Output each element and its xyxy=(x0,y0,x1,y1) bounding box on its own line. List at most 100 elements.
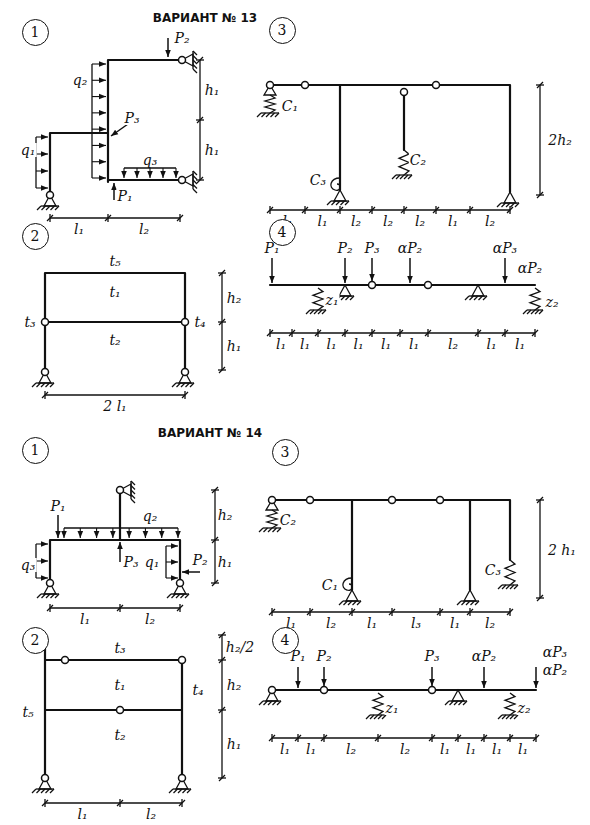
stroke xyxy=(273,701,277,705)
stroke xyxy=(369,207,375,213)
force-arrow xyxy=(323,667,325,686)
problem-number: 1 xyxy=(22,19,49,46)
hinge xyxy=(267,82,274,89)
stroke xyxy=(193,176,197,180)
variant-title: ВАРИАНТ № 14 xyxy=(157,427,263,439)
stroke xyxy=(507,207,513,213)
symbol-label: l₂ xyxy=(138,222,150,236)
stroke xyxy=(539,500,540,598)
force-arrow xyxy=(36,187,48,188)
stroke xyxy=(515,203,519,207)
stroke xyxy=(221,635,222,778)
stroke xyxy=(455,735,461,741)
stroke xyxy=(269,609,275,615)
beam-member xyxy=(272,689,536,691)
stroke xyxy=(55,594,59,598)
stroke xyxy=(46,383,50,387)
stroke xyxy=(344,601,348,605)
symbol-label: l₂ xyxy=(484,214,496,228)
pin-support xyxy=(334,190,346,201)
pin-support xyxy=(339,285,351,296)
stroke xyxy=(178,789,182,793)
hinge xyxy=(182,369,189,376)
stroke xyxy=(169,789,173,793)
stroke xyxy=(193,171,197,175)
symbol-label: z₁ xyxy=(325,293,340,307)
stroke xyxy=(264,528,268,532)
stroke xyxy=(392,175,396,179)
stroke xyxy=(272,737,536,738)
stroke xyxy=(177,605,183,611)
force-arrow xyxy=(92,80,106,81)
hinge xyxy=(401,89,408,96)
stroke xyxy=(474,296,478,300)
hinge xyxy=(307,497,314,504)
symbol-label: l₂ xyxy=(325,616,337,630)
stroke xyxy=(32,789,36,793)
stroke xyxy=(167,594,171,598)
stroke xyxy=(275,113,279,117)
stroke xyxy=(429,735,435,741)
hinge xyxy=(42,369,49,376)
stroke xyxy=(181,383,185,387)
stroke xyxy=(219,707,225,713)
stroke xyxy=(507,735,513,741)
stroke xyxy=(537,192,543,198)
force-arrow xyxy=(504,258,506,283)
stroke xyxy=(332,201,336,205)
symbol-label: P₂ xyxy=(191,553,208,567)
hinge xyxy=(179,177,186,184)
stroke xyxy=(510,585,514,589)
stroke xyxy=(459,701,463,705)
stroke xyxy=(37,383,41,387)
symbol-label: αP₂ xyxy=(517,261,544,275)
stroke xyxy=(46,206,50,210)
force-arrow xyxy=(92,112,106,113)
stroke xyxy=(539,310,543,314)
symbol-label: h₂ xyxy=(217,508,234,522)
symbol-label: l₂ xyxy=(382,214,394,228)
stroke xyxy=(437,609,443,615)
symbol-label: l₂ xyxy=(484,616,496,630)
force-arrow xyxy=(36,136,48,137)
force-arrow xyxy=(483,667,485,688)
stroke xyxy=(514,715,518,719)
stroke xyxy=(506,715,510,719)
stroke xyxy=(186,383,190,387)
stroke xyxy=(37,789,41,793)
symbol-label: l₁ xyxy=(449,616,461,630)
force-arrow xyxy=(161,528,162,538)
stroke xyxy=(479,296,483,300)
symbol-label: q₃ xyxy=(20,558,37,572)
force-arrow xyxy=(113,183,115,200)
stroke xyxy=(51,206,55,210)
symbol-label: h₂ xyxy=(226,291,243,305)
stroke xyxy=(327,201,331,205)
symbol-label: h₁ xyxy=(204,143,221,157)
symbol-label: l₁ xyxy=(299,337,311,351)
symbol-label: l₁ xyxy=(73,222,85,236)
stroke xyxy=(41,789,45,793)
symbol-label: P₁ xyxy=(116,189,133,203)
stroke xyxy=(51,594,55,598)
stroke xyxy=(46,789,50,793)
force-arrow xyxy=(36,153,48,154)
hinge xyxy=(182,319,189,326)
symbol-label: C₂ xyxy=(279,513,297,527)
stroke xyxy=(345,201,349,205)
problem-number-text: 3 xyxy=(281,445,290,459)
force-arrow xyxy=(80,528,81,538)
hinge xyxy=(177,580,184,587)
symbol-label: 2 h₁ xyxy=(547,543,577,557)
frame-members xyxy=(272,500,510,590)
stroke xyxy=(481,735,487,741)
symbol-label: 2 l₁ xyxy=(102,399,127,413)
stroke xyxy=(50,217,180,218)
symbol-label: t₄ xyxy=(191,683,204,697)
hinge xyxy=(369,282,376,289)
hinge xyxy=(42,775,49,782)
stroke xyxy=(502,203,506,207)
stroke xyxy=(177,215,183,221)
stroke xyxy=(389,609,395,615)
stroke xyxy=(370,715,374,719)
